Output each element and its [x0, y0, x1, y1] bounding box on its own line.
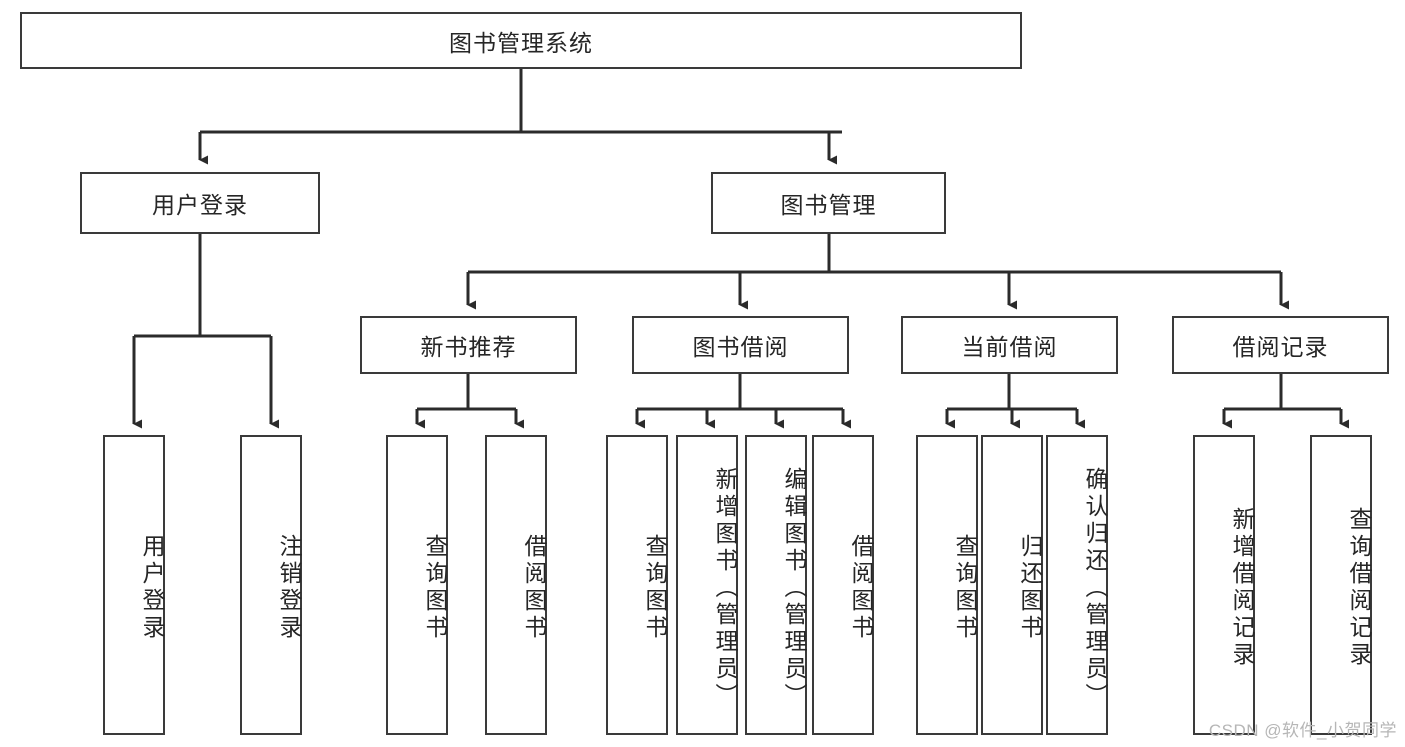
node-leaf-query-book-2-label: 查询图书	[642, 534, 668, 642]
node-leaf-add-book-label: 新增图书（管理员）	[712, 466, 738, 710]
node-current-borrow[interactable]: 当前借阅	[901, 316, 1118, 374]
node-leaf-user-login[interactable]: 用户登录	[103, 435, 165, 735]
node-user-login[interactable]: 用户登录	[80, 172, 320, 234]
node-leaf-borrow-book-1[interactable]: 借阅图书	[485, 435, 547, 735]
node-book-borrow[interactable]: 图书借阅	[632, 316, 849, 374]
node-leaf-query-book-3-label: 查询图书	[952, 534, 978, 642]
node-leaf-user-logout-label: 注销登录	[276, 534, 302, 642]
node-leaf-add-record-label: 新增借阅记录	[1229, 507, 1255, 669]
node-leaf-borrow-book-2-label: 借阅图书	[848, 534, 874, 642]
node-leaf-borrow-book-2[interactable]: 借阅图书	[812, 435, 874, 735]
node-leaf-return-book[interactable]: 归还图书	[981, 435, 1043, 735]
node-user-login-label: 用户登录	[152, 192, 248, 218]
node-book-borrow-label: 图书借阅	[692, 334, 789, 360]
node-book-manage-label: 图书管理	[780, 192, 877, 218]
node-new-book-recommend-label: 新书推荐	[420, 334, 517, 360]
node-leaf-confirm-return[interactable]: 确认归还（管理员）	[1046, 435, 1108, 735]
node-leaf-query-book-3[interactable]: 查询图书	[916, 435, 978, 735]
node-root[interactable]: 图书管理系统	[20, 12, 1022, 69]
node-leaf-borrow-book-1-label: 借阅图书	[521, 534, 547, 642]
node-leaf-add-book[interactable]: 新增图书（管理员）	[676, 435, 738, 735]
node-leaf-query-record-label: 查询借阅记录	[1346, 507, 1372, 669]
node-leaf-query-record[interactable]: 查询借阅记录	[1310, 435, 1372, 735]
node-leaf-return-book-label: 归还图书	[1017, 534, 1043, 642]
node-current-borrow-label: 当前借阅	[961, 334, 1058, 360]
node-leaf-edit-book[interactable]: 编辑图书（管理员）	[745, 435, 807, 735]
node-leaf-user-login-label: 用户登录	[139, 534, 165, 642]
node-leaf-confirm-return-label: 确认归还（管理员）	[1082, 466, 1108, 710]
node-new-book-recommend[interactable]: 新书推荐	[360, 316, 577, 374]
node-leaf-edit-book-label: 编辑图书（管理员）	[781, 466, 807, 710]
node-leaf-query-book-2[interactable]: 查询图书	[606, 435, 668, 735]
node-leaf-add-record[interactable]: 新增借阅记录	[1193, 435, 1255, 735]
node-leaf-query-book-1-label: 查询图书	[422, 534, 448, 642]
node-leaf-query-book-1[interactable]: 查询图书	[386, 435, 448, 735]
node-borrow-record[interactable]: 借阅记录	[1172, 316, 1389, 374]
node-borrow-record-label: 借阅记录	[1232, 334, 1329, 360]
node-leaf-user-logout[interactable]: 注销登录	[240, 435, 302, 735]
node-book-manage[interactable]: 图书管理	[711, 172, 946, 234]
node-root-label: 图书管理系统	[449, 29, 593, 56]
